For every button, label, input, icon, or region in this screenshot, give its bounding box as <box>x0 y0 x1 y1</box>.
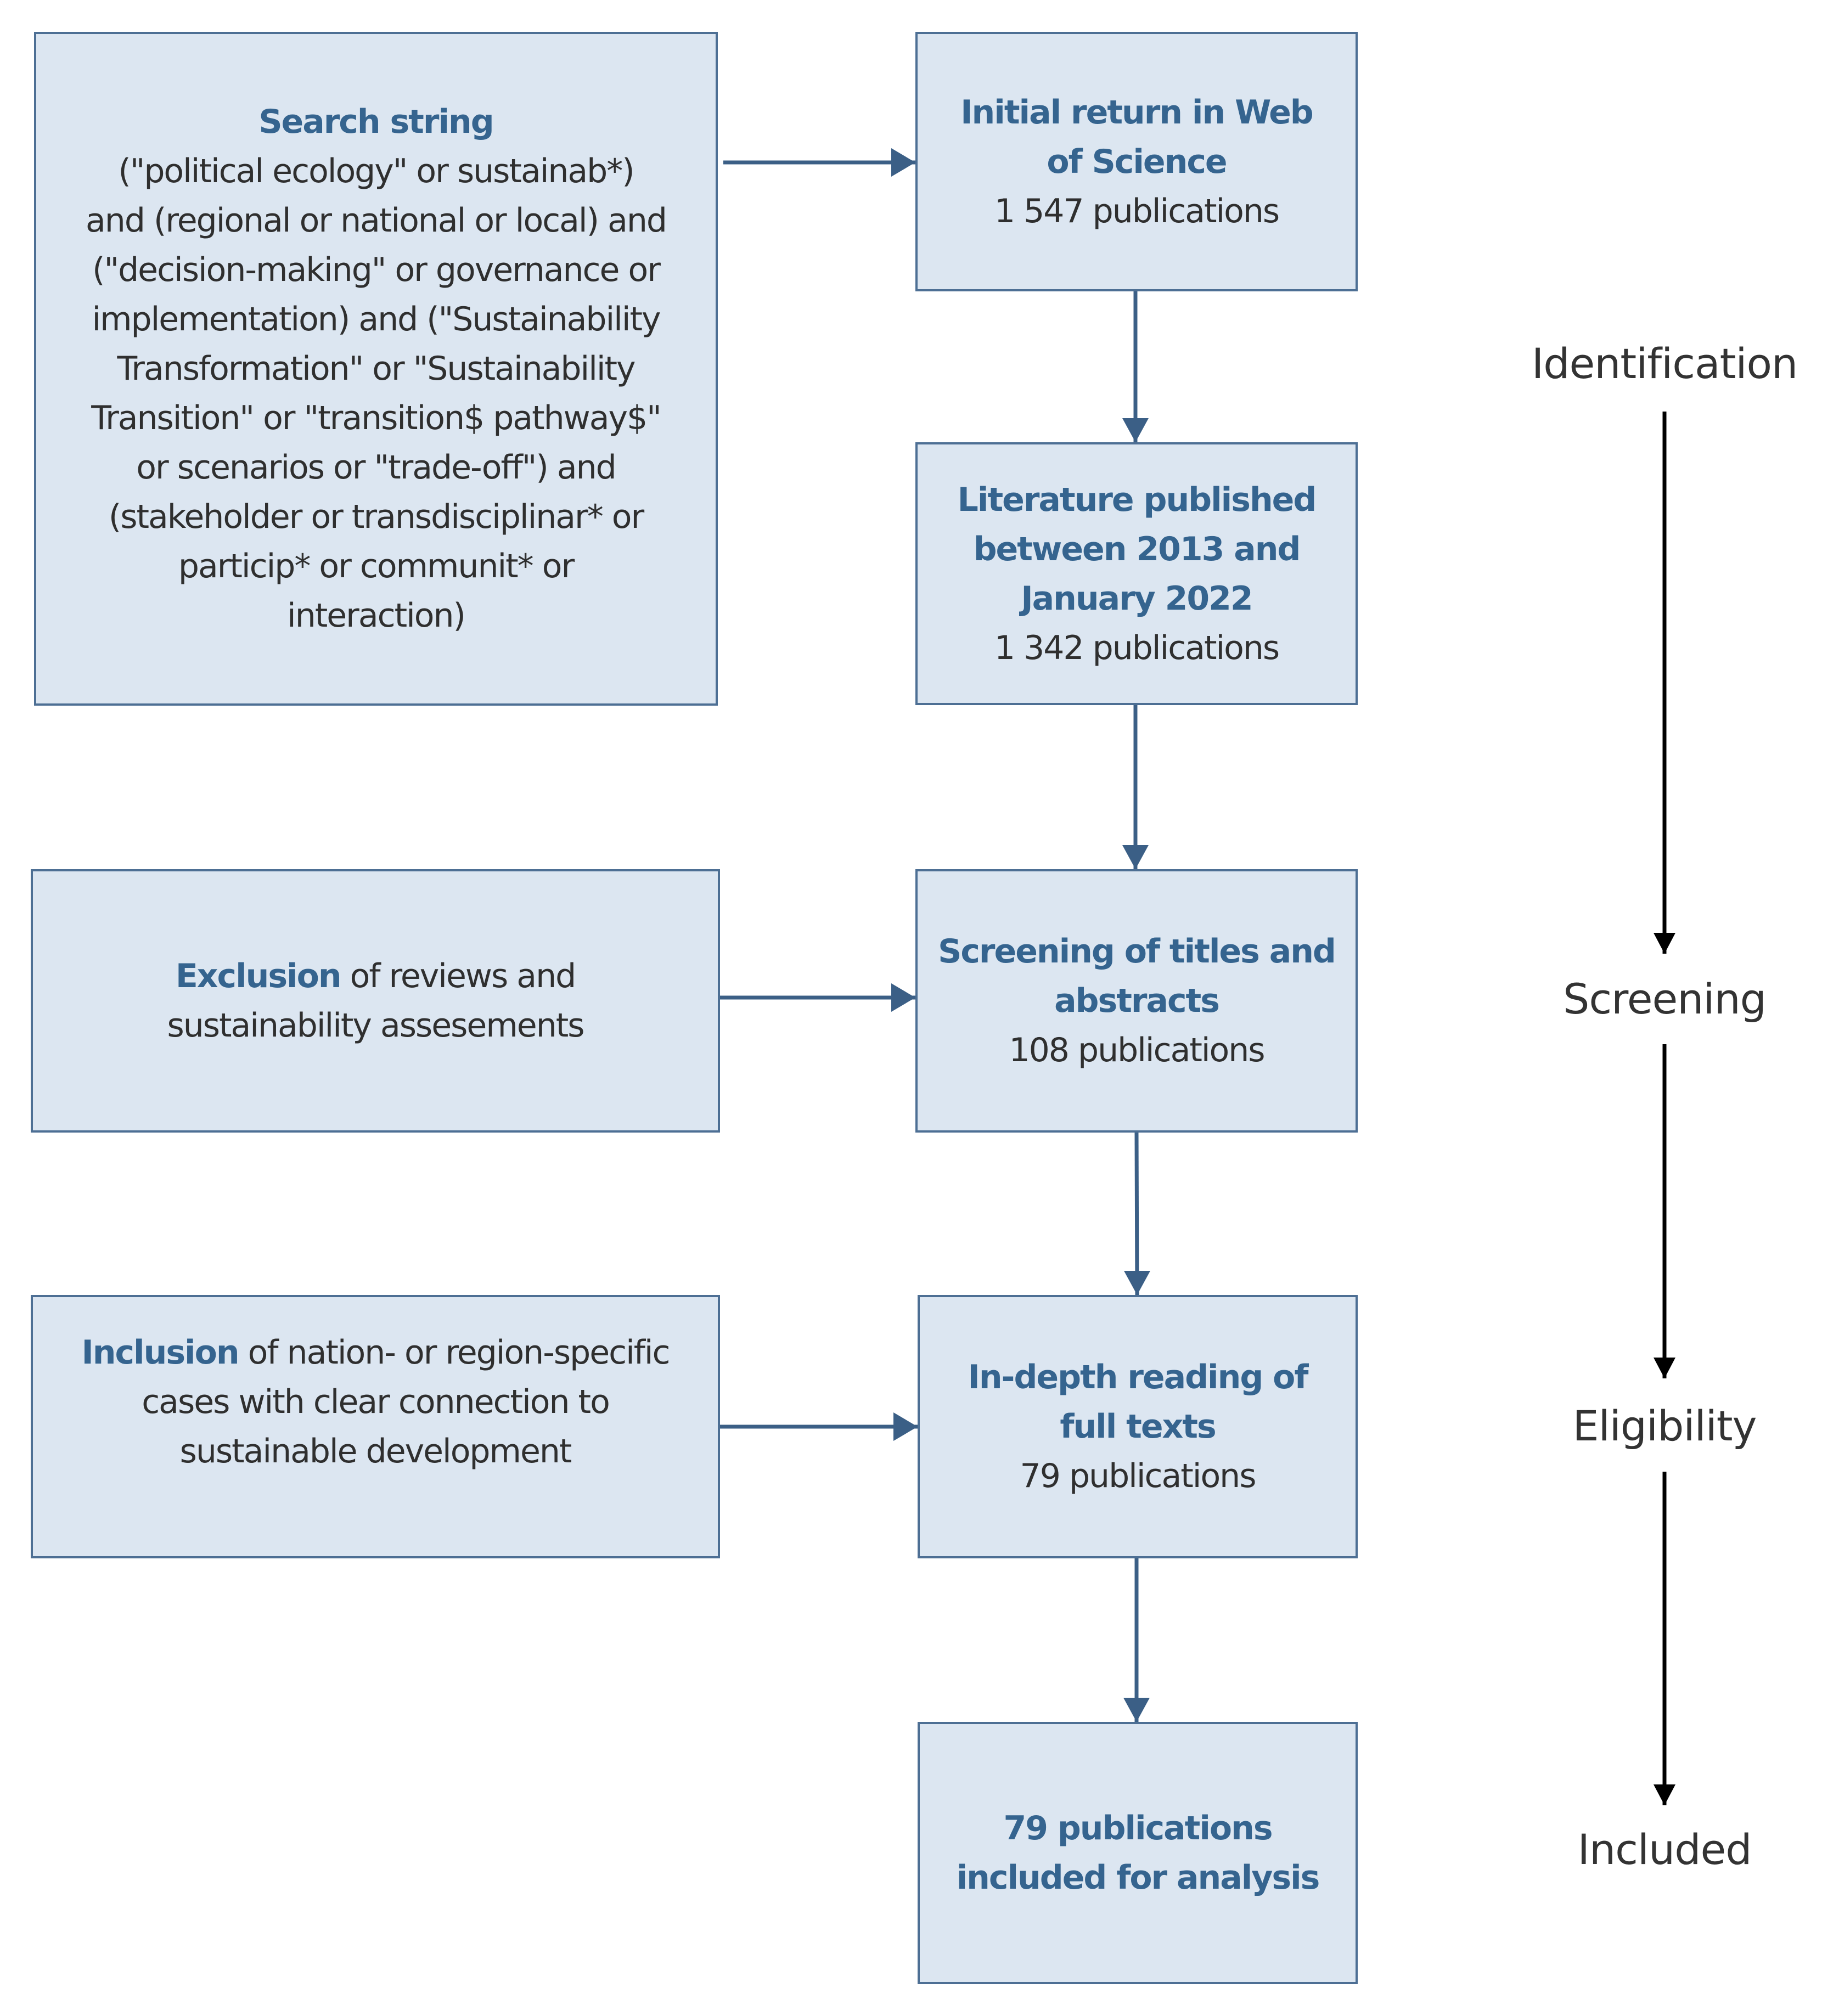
stage-arrow-identification-head <box>1654 933 1675 954</box>
in-depth-reading-box: In-depth reading of full texts 79 public… <box>918 1295 1358 1558</box>
in-depth-reading-title-line: In-depth reading of <box>968 1358 1309 1396</box>
search-string-line: particip* or communit* or <box>178 547 575 585</box>
stage-label-identification: Identification <box>1531 339 1798 388</box>
search-string-line: ("political ecology" or sustainab*) <box>118 152 634 190</box>
stage-label-eligibility: Eligibility <box>1572 1401 1757 1450</box>
literature-published-box: Literature published between 2013 and Ja… <box>915 442 1358 705</box>
included-title-line: included for analysis <box>956 1859 1320 1897</box>
search-string-line: and (regional or national or local) and <box>86 201 667 240</box>
search-string-line: interaction) <box>287 596 466 635</box>
inclusion-line: sustainable development <box>179 1432 572 1471</box>
exclusion-line: Exclusion of reviews and <box>175 951 577 1001</box>
included-for-analysis-box: 79 publications included for analysis <box>918 1722 1358 1984</box>
initial-return-title-line: Initial return in Web <box>960 93 1314 132</box>
literature-published-title-line: Literature published <box>957 480 1317 519</box>
initial-return-box: Initial return in Web of Science 1 547 p… <box>915 32 1358 291</box>
arrow-screening-to-indepth-head <box>1124 1271 1150 1295</box>
stage-label-included: Included <box>1577 1825 1752 1874</box>
arrow-search-to-initial-head <box>891 148 915 177</box>
exclusion-line-rest: of reviews and <box>340 957 577 995</box>
literature-published-title-line: January 2022 <box>1021 579 1253 618</box>
arrow-inclusion-to-indepth-head <box>893 1412 918 1441</box>
arrow-literature-to-screening-head <box>1122 845 1149 869</box>
screening-title-line: Screening of titles and <box>938 932 1336 971</box>
in-depth-reading-count: 79 publications <box>1020 1457 1257 1495</box>
literature-published-count: 1 342 publications <box>994 628 1280 667</box>
search-string-line: implementation) and ("Sustainability <box>92 300 661 339</box>
arrow-initial-to-literature-head <box>1122 418 1149 442</box>
search-string-line: (stakeholder or transdisciplinar* or <box>108 498 644 536</box>
stage-arrow-eligibility-head <box>1654 1784 1675 1805</box>
exclusion-box: Exclusion of reviews and sustainability … <box>31 869 720 1133</box>
search-string-line: ("decision-making" or governance or <box>92 251 661 289</box>
inclusion-spacer <box>370 1476 380 1525</box>
exclusion-keyword: Exclusion <box>175 957 342 995</box>
screening-count: 108 publications <box>1009 1031 1265 1069</box>
initial-return-count: 1 547 publications <box>994 192 1280 230</box>
arrow-indepth-to-included-head <box>1123 1698 1150 1722</box>
initial-return-title-line: of Science <box>1047 142 1227 181</box>
search-string-box: Search string ("political ecology" or su… <box>34 32 718 706</box>
inclusion-line-rest: of nation- or region-specific <box>238 1333 671 1372</box>
inclusion-line: cases with clear connection to <box>142 1383 610 1421</box>
exclusion-line: sustainability assesements <box>167 1006 584 1045</box>
in-depth-reading-title-line: full texts <box>1060 1407 1216 1446</box>
screening-box: Screening of titles and abstracts 108 pu… <box>915 869 1358 1133</box>
search-string-title: Search string <box>258 103 494 141</box>
literature-published-title-line: between 2013 and <box>973 530 1301 568</box>
search-string-line: Transformation" or "Sustainability <box>117 350 636 388</box>
included-title-line: 79 publications <box>1003 1809 1273 1848</box>
arrow-exclusion-to-screening-head <box>891 983 915 1012</box>
stage-label-screening: Screening <box>1563 975 1767 1023</box>
stage-arrow-screening-head <box>1654 1358 1675 1378</box>
inclusion-keyword: Inclusion <box>81 1333 239 1372</box>
inclusion-box: Inclusion of nation- or region-specific … <box>31 1295 720 1558</box>
search-string-line: Transition" or "transition$ pathway$" <box>91 399 661 437</box>
inclusion-line: Inclusion of nation- or region-specific <box>81 1328 671 1377</box>
screening-title-line: abstracts <box>1054 982 1220 1020</box>
search-string-line: or scenarios or "trade-off") and <box>136 448 616 487</box>
